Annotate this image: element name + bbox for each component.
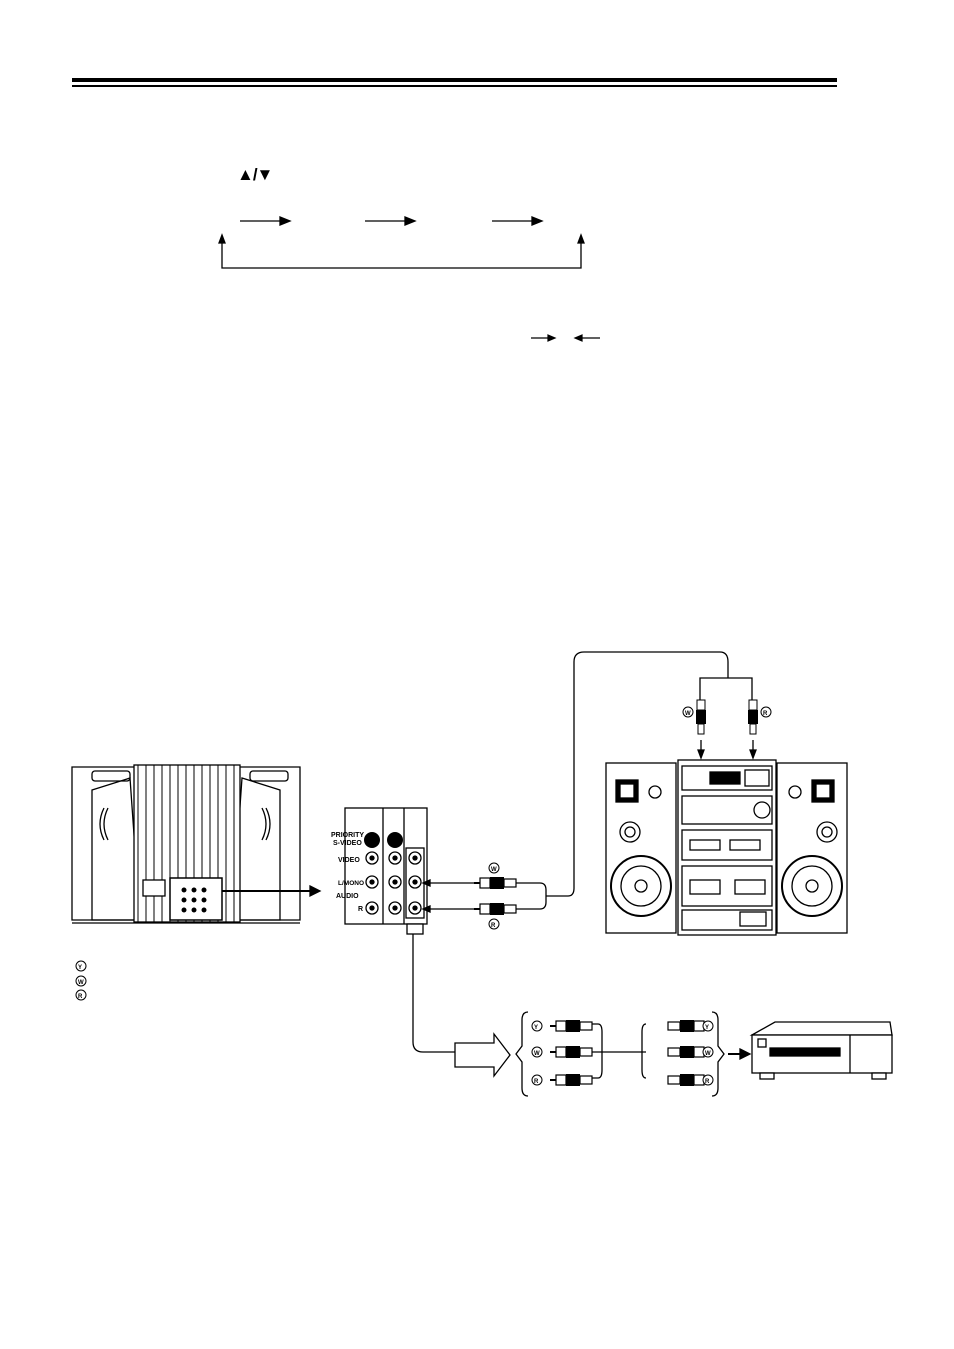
- label-audio: AUDIO: [336, 893, 359, 900]
- audio-cable-to-stereo: [421, 651, 753, 913]
- stereo-system-illustration: [605, 759, 848, 936]
- av-jack-panel: [344, 807, 428, 935]
- mark-r-stereo: R: [763, 711, 768, 717]
- header-rule-thick: [72, 78, 837, 82]
- tv-rear-illustration: [71, 764, 322, 924]
- mark-r-panel: R: [491, 923, 496, 929]
- mark-w-panel: W: [491, 867, 497, 873]
- arrow-left-small: [573, 334, 583, 342]
- mark-w-stereo: W: [685, 711, 691, 717]
- video-cable-to-vcr: [412, 934, 752, 1097]
- label-r: R: [358, 906, 363, 913]
- cycle-arrow-2: [404, 216, 417, 226]
- mark-w-right: W: [705, 1051, 711, 1057]
- label-priority: PRIORITY: [331, 832, 364, 839]
- panel-zoom-arrow: [309, 884, 322, 898]
- cycle-return-arrow-left: [218, 233, 226, 244]
- vcr-cable-plugs-left: [549, 1019, 593, 1087]
- mark-y-left: Y: [534, 1025, 538, 1031]
- mark-r-left: R: [534, 1079, 539, 1085]
- legend-w: W: [78, 980, 84, 986]
- legend-y: Y: [78, 965, 82, 971]
- cycle-return-arrow-right: [577, 233, 585, 244]
- legend-r: R: [78, 994, 83, 1000]
- mark-r-right: R: [705, 1079, 710, 1085]
- connection-diagram: PRIORITY S-VIDEO VIDEO L/MONO AUDIO R W …: [71, 651, 893, 1097]
- mode-cycle-diagram: [218, 216, 585, 269]
- stereo-plugs: [682, 699, 772, 760]
- mark-y-right: Y: [705, 1025, 709, 1031]
- label-l-mono: L/MONO: [338, 880, 364, 887]
- header-rule-thin: [72, 85, 837, 87]
- mark-w-left: W: [534, 1051, 540, 1057]
- arrow-right-small: [547, 334, 557, 342]
- up-down-button-symbol: ▲/▼: [237, 165, 273, 184]
- label-video: VIDEO: [338, 857, 360, 864]
- adjust-arrows: [531, 334, 600, 342]
- cable-color-legend: [75, 960, 87, 1001]
- vcr-illustration: [749, 1021, 893, 1080]
- label-s-video: S-VIDEO: [333, 840, 362, 847]
- cycle-arrow-3: [531, 216, 544, 226]
- cycle-arrow-1: [279, 216, 292, 226]
